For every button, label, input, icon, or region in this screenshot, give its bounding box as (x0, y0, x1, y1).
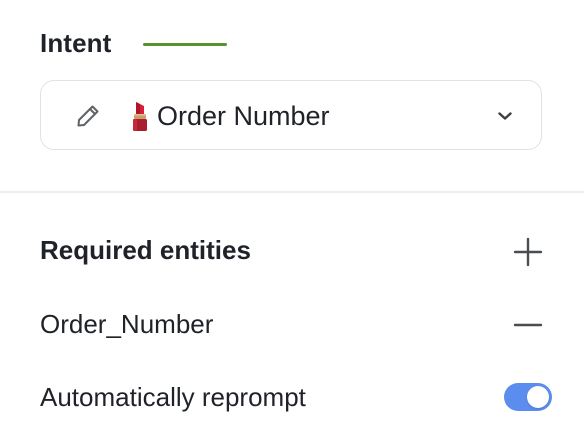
intent-underline (143, 42, 228, 46)
entity-order-number: Order_Number (40, 309, 214, 339)
toggle-knob (527, 386, 549, 408)
intent-select-value: Order Number (157, 101, 330, 131)
intent-title: Intent (40, 27, 112, 58)
intent-select[interactable]: Order Number (40, 80, 542, 150)
plus-icon[interactable] (512, 236, 544, 268)
chevron-down-icon[interactable] (497, 109, 513, 121)
section-divider (0, 191, 584, 193)
intent-header: Intent (40, 26, 228, 60)
automatically-reprompt-toggle[interactable] (504, 383, 552, 411)
automatically-reprompt-label: Automatically reprompt (40, 382, 306, 412)
pencil-icon[interactable] (75, 103, 101, 129)
minus-icon[interactable] (512, 309, 544, 341)
lipstick-icon (131, 100, 149, 132)
required-entities-heading: Required entities (40, 235, 251, 265)
